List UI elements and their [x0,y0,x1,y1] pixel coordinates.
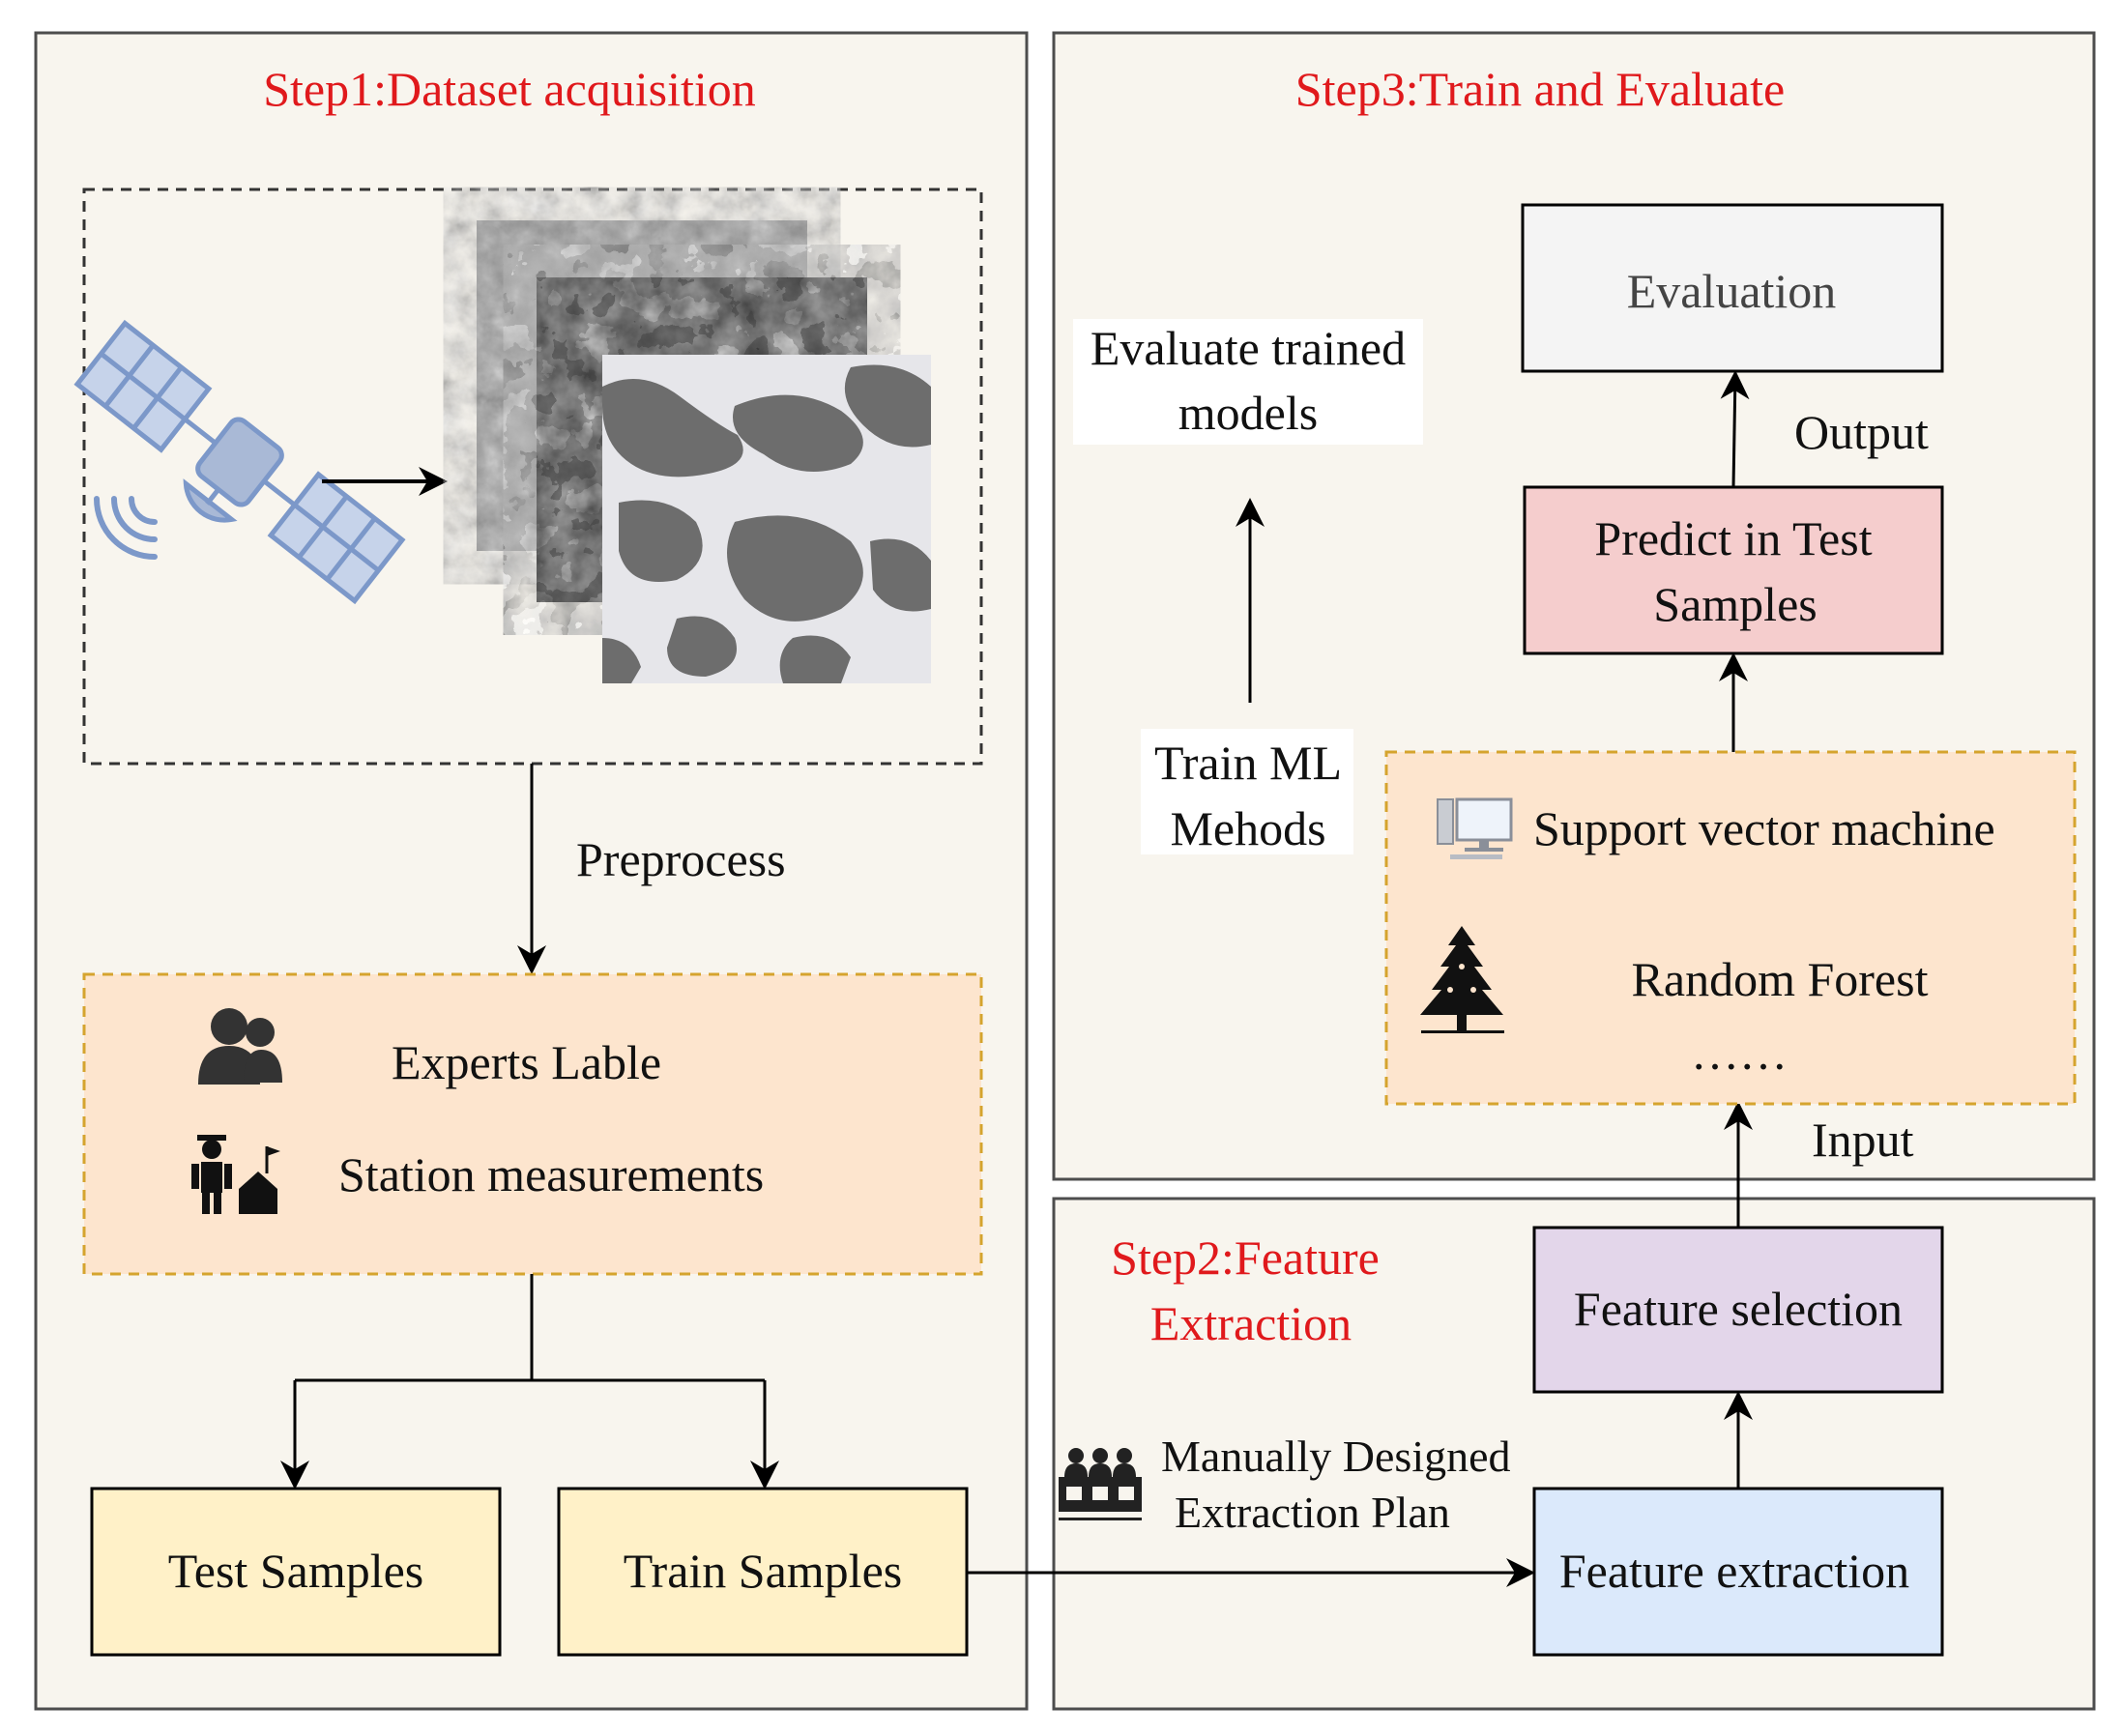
train-samples-box [557,1487,969,1657]
station-icon [191,1135,280,1214]
satellite-icon [73,319,406,605]
svm-label: Support vector machine [1533,801,1995,855]
feature-extraction-box [1532,1487,1944,1657]
feature-selection-box [1532,1226,1944,1394]
predict-to-evaluation-arrow [1720,370,1750,488]
train-ml-line1: Train ML [1154,736,1342,790]
evaluate-trained-line1: Evaluate trained [1091,321,1406,375]
evaluation-label: Evaluation [1627,264,1837,318]
step1-title: Step1:Dataset acquisition [263,62,756,116]
step2-title-line2: Extraction [1150,1296,1352,1350]
feature-selection-label: Feature selection [1574,1282,1903,1336]
team-desk-icon [1059,1448,1142,1520]
tree-icon [1420,926,1504,1033]
input-label: Input [1812,1113,1914,1167]
station-label: Station measurements [338,1147,764,1201]
rf-label: Random Forest [1632,952,1929,1006]
predict-box [1523,485,1944,655]
signal-waves-icon [94,496,158,560]
split-connector [295,1274,765,1382]
manual-plan-line1: Manually Designed [1161,1432,1511,1481]
manual-plan-line2: Extraction Plan [1175,1488,1450,1537]
test-samples-box [90,1487,502,1657]
train-label-bg [1141,729,1353,854]
test-samples-label: Test Samples [168,1544,424,1598]
preprocess-label: Preprocess [576,832,786,886]
train-ml-line2: Mehods [1170,801,1325,855]
snow-map-patches [602,364,931,683]
predict-line1: Predict in Test [1594,511,1872,565]
experts-label: Experts Lable [392,1035,661,1089]
ellipsis-label: …… [1691,1026,1788,1080]
computer-icon [1437,797,1513,859]
evaluate-trained-line2: models [1178,386,1318,440]
experts-icon [198,1008,282,1085]
evaluation-box [1521,203,1944,373]
output-label: Output [1794,405,1929,459]
feature-extraction-label: Feature extraction [1559,1544,1909,1598]
predict-line2: Samples [1653,577,1817,631]
image-stack [477,220,931,683]
train-samples-label: Train Samples [624,1544,902,1598]
step3-title: Step3:Train and Evaluate [1295,62,1785,116]
step2-title-line1: Step2:Feature [1111,1230,1380,1285]
evaluate-label-bg [1073,319,1423,445]
